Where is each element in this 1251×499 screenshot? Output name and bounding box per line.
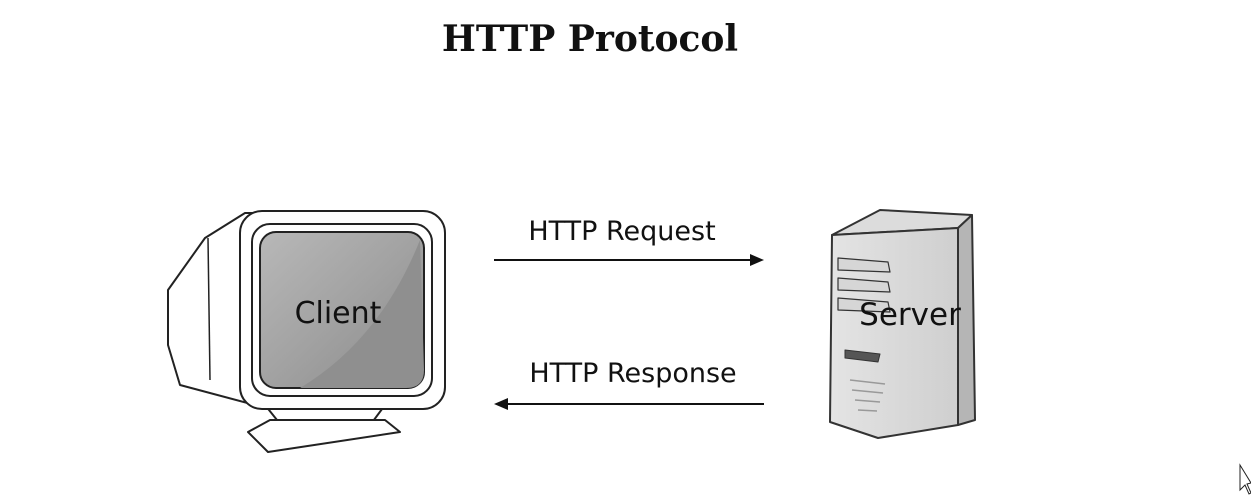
response-arrow bbox=[494, 398, 764, 410]
server-label: Server bbox=[859, 297, 961, 333]
request-arrow bbox=[494, 254, 764, 266]
request-label: HTTP Request bbox=[528, 216, 715, 247]
client-monitor-icon bbox=[167, 210, 446, 453]
client-label: Client bbox=[295, 296, 382, 331]
diagram-title: HTTP Protocol bbox=[441, 18, 739, 60]
response-label: HTTP Response bbox=[529, 358, 736, 389]
server-tower-icon bbox=[829, 209, 976, 439]
mouse-cursor-icon bbox=[1239, 463, 1251, 495]
